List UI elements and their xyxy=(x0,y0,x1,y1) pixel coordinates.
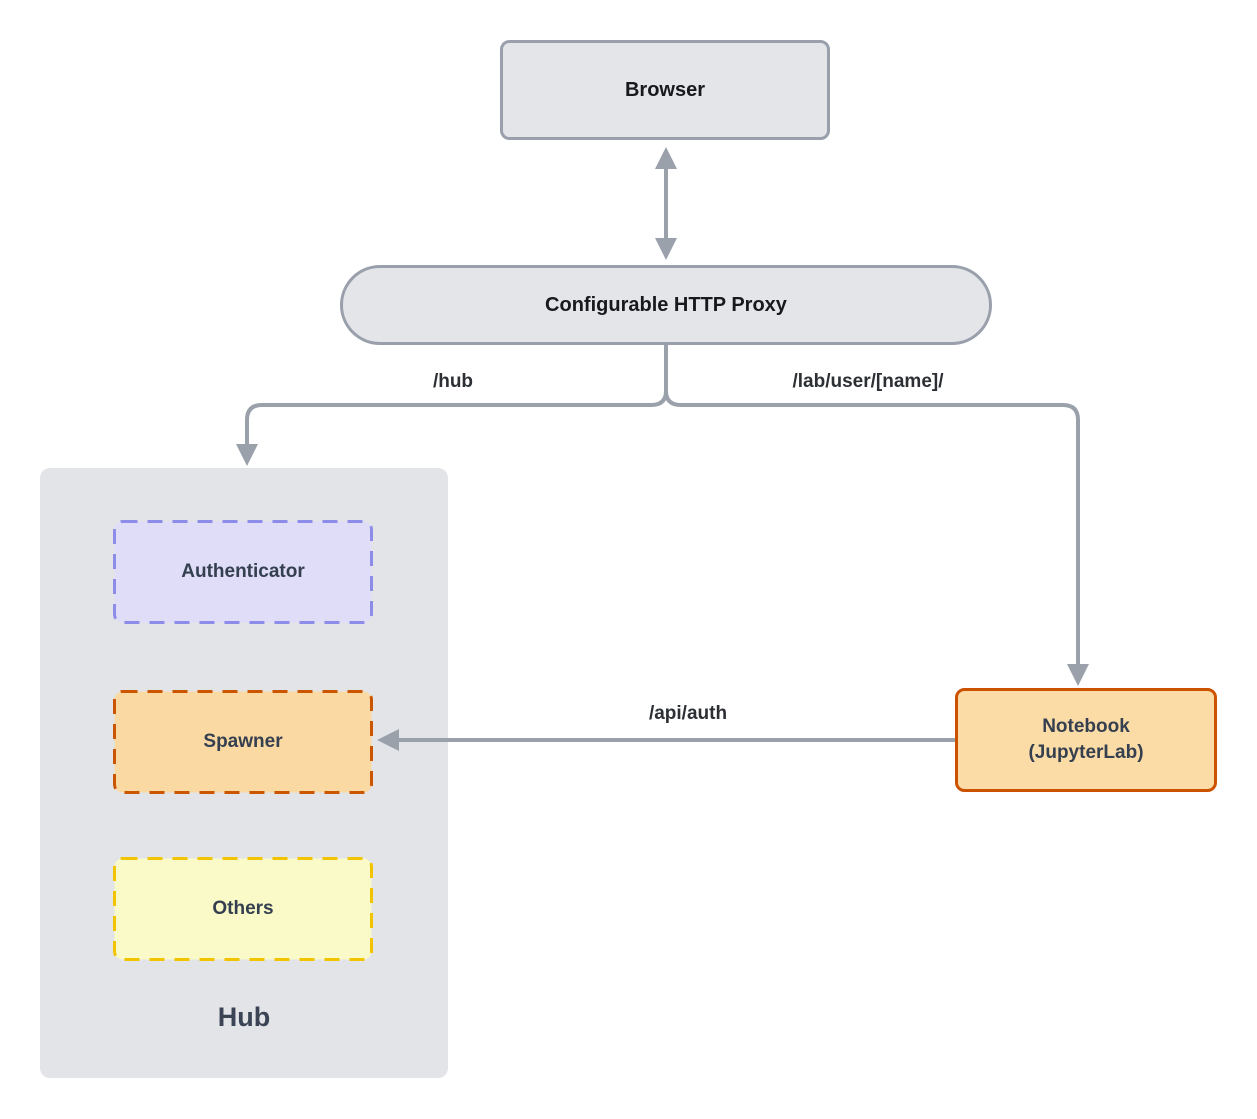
edge-label-api-auth-path: /api/auth xyxy=(648,703,728,724)
notebook-node-label: Notebook (JupyterLab) xyxy=(1028,714,1143,765)
edge-proxy-notebook xyxy=(664,390,1089,686)
browser-node-shape xyxy=(500,40,830,140)
proxy-node-label: Configurable HTTP Proxy xyxy=(545,293,787,316)
notebook-node-subtitle: (JupyterLab) xyxy=(1028,742,1144,763)
edge-label-hub-path: /hub xyxy=(432,371,474,392)
others-node: Others xyxy=(113,857,373,961)
edge-label-lab-user-path: /lab/user/[name]/ xyxy=(792,371,944,392)
browser-node-label: Browser xyxy=(624,78,706,101)
edge-proxy-hub xyxy=(236,390,668,466)
others-node-shape xyxy=(113,857,373,961)
notebook-node-shape xyxy=(955,688,1217,792)
notebook-node-title: Notebook xyxy=(1042,716,1130,738)
browser-node: Browser xyxy=(500,40,830,140)
hub-group-label: Hub xyxy=(217,1002,271,1032)
spawner-node-shape xyxy=(113,690,373,794)
authenticator-node: Authenticator xyxy=(113,520,373,624)
edge-browser-proxy xyxy=(655,147,677,260)
others-node-label: Others xyxy=(212,898,274,920)
spawner-node: Spawner xyxy=(113,690,373,794)
proxy-node-shape xyxy=(340,265,992,345)
edge-notebook-spawner xyxy=(377,729,955,751)
proxy-node: Configurable HTTP Proxy xyxy=(340,265,992,345)
notebook-node: Notebook (JupyterLab) xyxy=(955,688,1217,792)
authenticator-node-label: Authenticator xyxy=(181,561,305,583)
spawner-node-label: Spawner xyxy=(203,731,283,753)
authenticator-node-shape xyxy=(113,520,373,624)
